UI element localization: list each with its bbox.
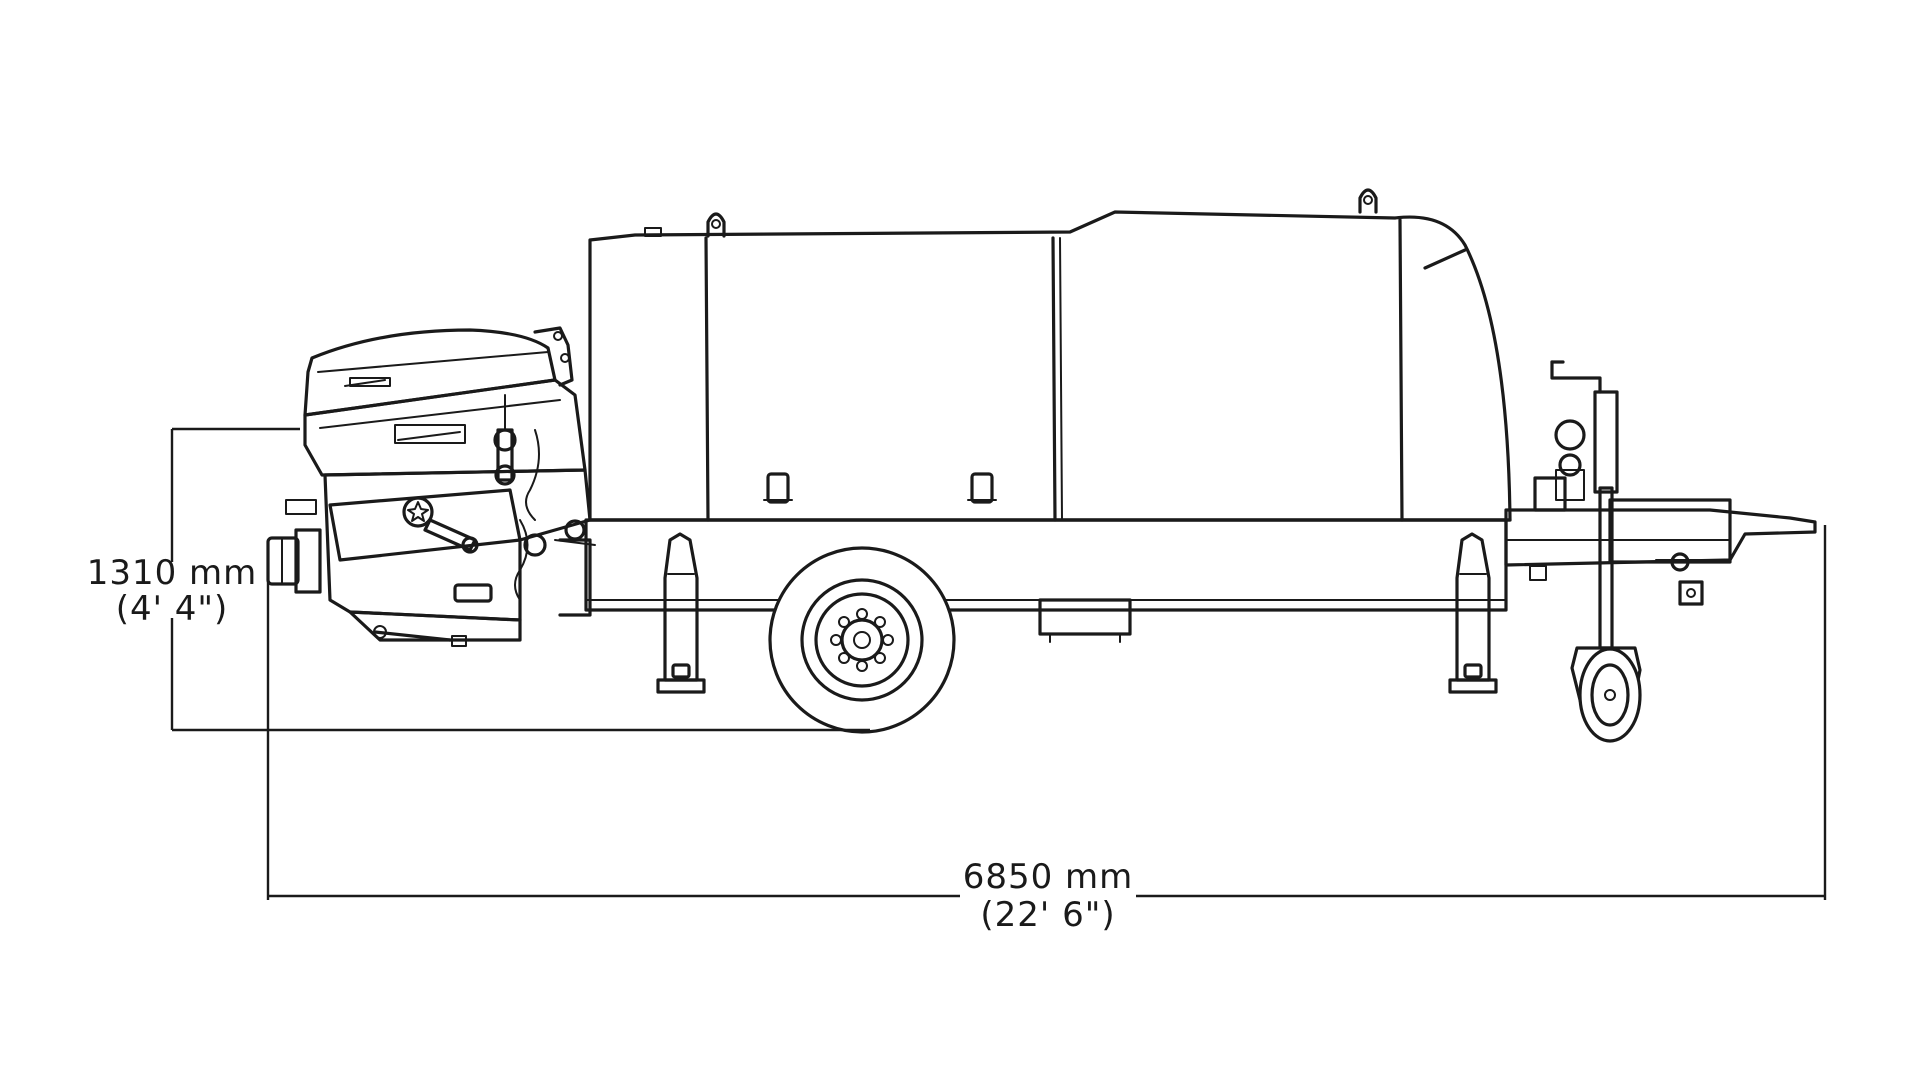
under-frame-box xyxy=(1038,598,1132,636)
length-metric-label: 6850 mm xyxy=(963,857,1134,897)
height-imperial-label: (4' 4") xyxy=(116,589,229,629)
length-imperial-label: (22' 6") xyxy=(980,895,1115,935)
chassis-frame xyxy=(584,518,1508,643)
tow-bracket xyxy=(1678,580,1704,606)
road-wheel xyxy=(768,546,956,734)
agitator-hub xyxy=(402,496,434,528)
tire xyxy=(768,546,956,734)
lifting-eye-right xyxy=(1358,188,1378,214)
tow-bar xyxy=(1504,476,1817,606)
panel-handle-right xyxy=(970,472,994,504)
jockey-crank-handle xyxy=(1550,360,1602,394)
rim xyxy=(800,578,924,702)
hopper-lid xyxy=(303,328,557,417)
dimension-height xyxy=(170,427,870,732)
hopper-assembly xyxy=(266,326,596,647)
wheel-nuts xyxy=(830,608,894,672)
dimension-length xyxy=(266,525,1827,900)
stabilizer-rear xyxy=(1448,532,1498,694)
stabilizer-front xyxy=(656,532,706,694)
height-metric-label: 1310 mm xyxy=(87,553,258,593)
main-body xyxy=(588,188,1512,522)
jockey-tire xyxy=(1578,647,1642,743)
panel-handle-left xyxy=(766,472,790,504)
lifting-eye-left xyxy=(706,212,726,238)
jockey-wheel xyxy=(1550,360,1642,743)
